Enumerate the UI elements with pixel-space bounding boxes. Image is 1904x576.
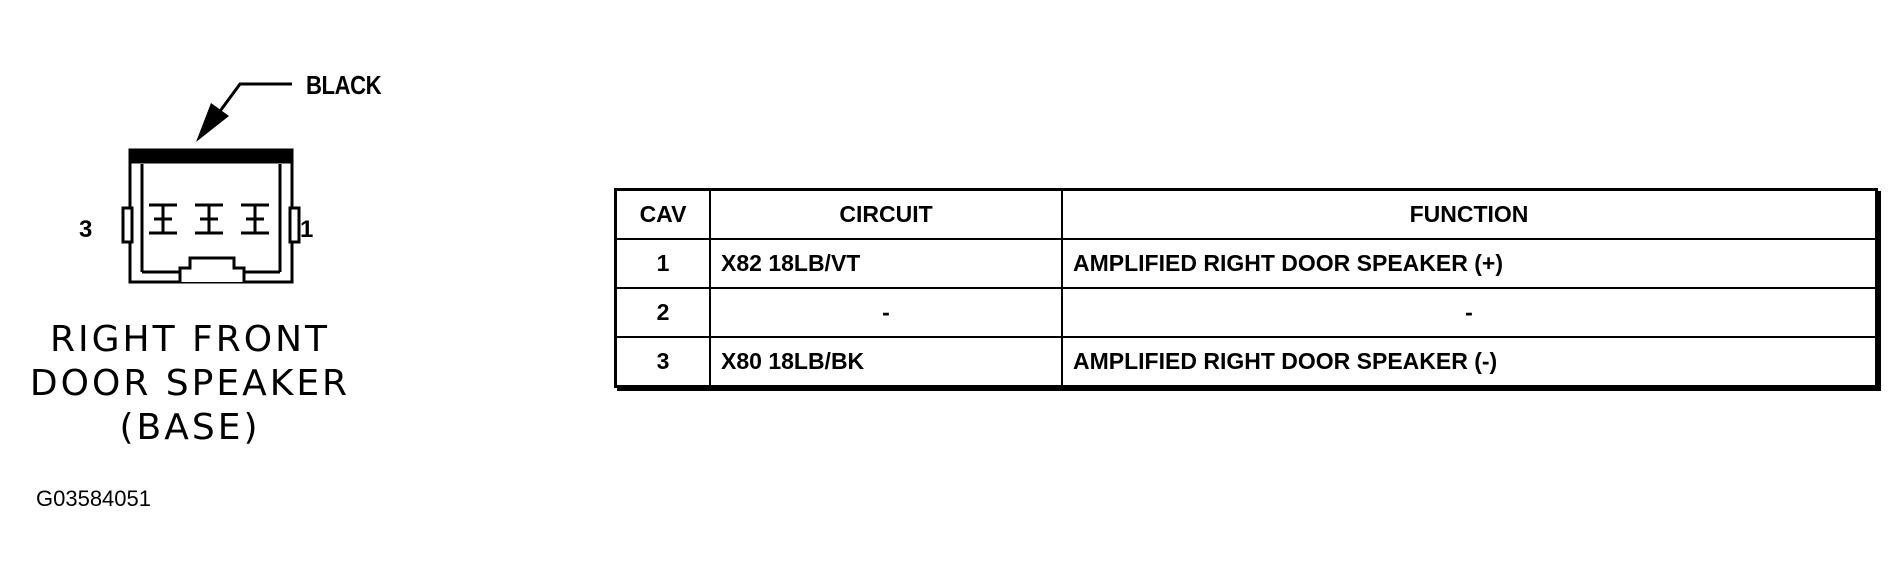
table-header-row: CAV CIRCUIT FUNCTION: [614, 188, 1878, 240]
table-row: 3 X80 18LB/BK AMPLIFIED RIGHT DOOR SPEAK…: [614, 336, 1878, 388]
connector-title-line-2: DOOR SPEAKER: [29, 363, 351, 404]
table-row: 1 X82 18LB/VT AMPLIFIED RIGHT DOOR SPEAK…: [614, 238, 1878, 289]
pin-number-right: 1: [300, 216, 314, 243]
table-row: 2 - -: [614, 287, 1878, 338]
connector-title-line-1: RIGHT FRONT: [49, 319, 330, 360]
header-circuit: CIRCUIT: [709, 188, 1063, 240]
pin-number-left: 3: [79, 216, 93, 243]
cell-circuit: X80 18LB/BK: [709, 336, 1063, 388]
cell-circuit: X82 18LB/VT: [709, 238, 1063, 289]
terminal-1: [241, 203, 269, 235]
cell-function: -: [1061, 287, 1878, 338]
connector-title-line-3: (BASE): [119, 407, 261, 448]
wire-color-label: BLACK: [306, 70, 382, 100]
wire-color-leader: [196, 82, 292, 142]
terminal-3: [149, 203, 177, 235]
cell-cav: 2: [614, 287, 711, 338]
pin-table: CAV CIRCUIT FUNCTION 1 X82 18LB/VT AMPLI…: [614, 188, 1878, 388]
cell-function: AMPLIFIED RIGHT DOOR SPEAKER (+): [1061, 238, 1878, 289]
figure-id: G03584051: [36, 486, 151, 511]
cell-function: AMPLIFIED RIGHT DOOR SPEAKER (-): [1061, 336, 1878, 388]
cell-cav: 3: [614, 336, 711, 388]
cell-cav: 1: [614, 238, 711, 289]
header-cav: CAV: [614, 188, 711, 240]
terminal-2: [195, 203, 223, 235]
connector-title: RIGHT FRONT DOOR SPEAKER (BASE): [0, 318, 380, 450]
connector-body: [121, 148, 301, 284]
header-function: FUNCTION: [1061, 188, 1878, 240]
cell-circuit: -: [709, 287, 1063, 338]
